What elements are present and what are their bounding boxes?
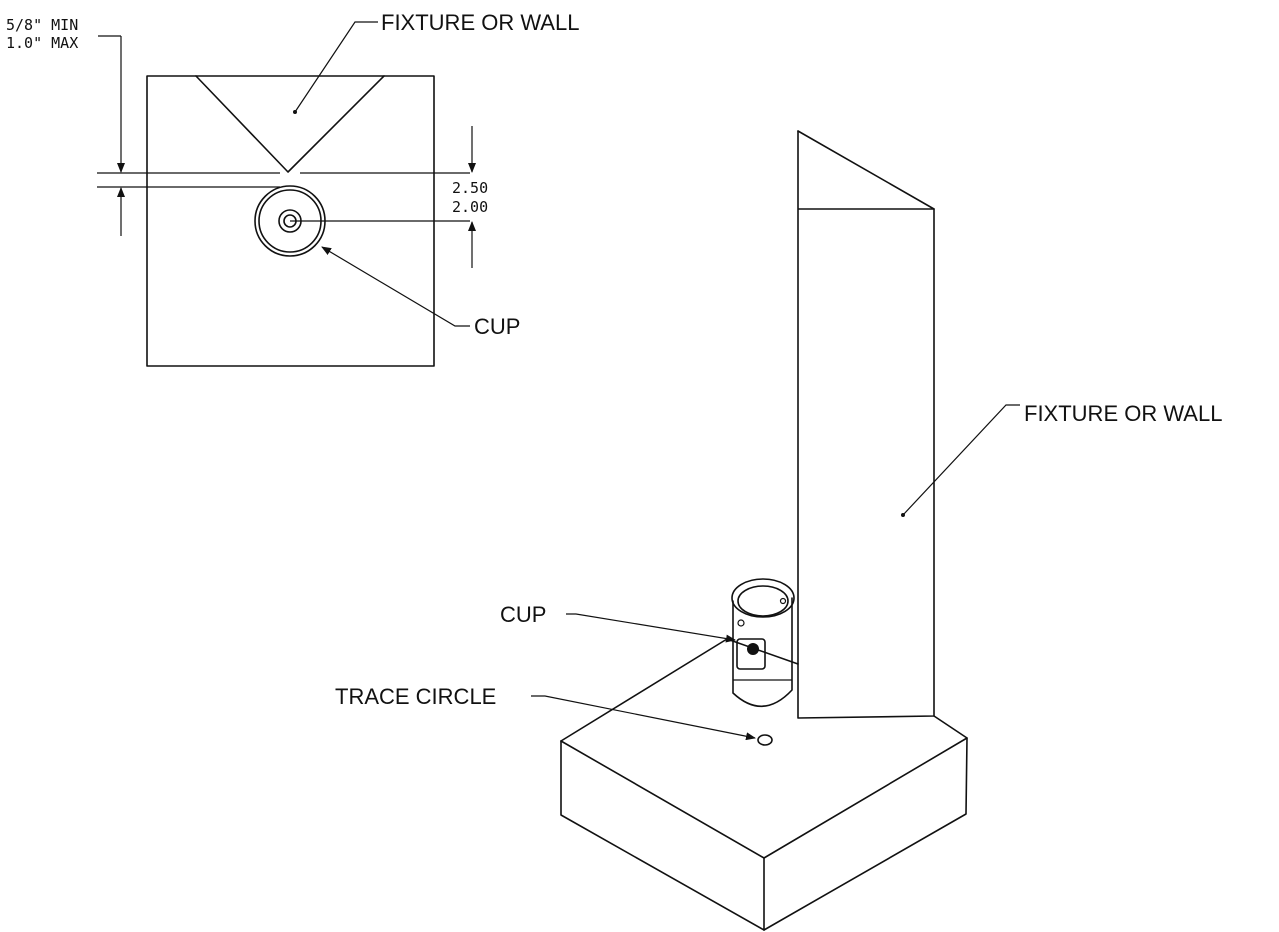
cup-hole-top [737, 619, 745, 627]
cup-screw [747, 643, 759, 655]
base-right-face [763, 737, 968, 931]
plan-cup-hole-inner [283, 214, 297, 228]
plan-fixture-wedge [195, 75, 385, 173]
gap-min-label: 5/8" MIN [6, 16, 78, 34]
base-left-face [560, 740, 765, 931]
cup-body [732, 597, 793, 708]
plan-cup-inner-ring [258, 189, 322, 253]
trace-circle-label: TRACE CIRCLE [335, 684, 496, 709]
dim-outer-label: 2.50 [452, 179, 488, 197]
trace-circle-mark [757, 734, 773, 746]
cup-rim-notch [779, 597, 787, 605]
iso-trace-leader [531, 695, 756, 741]
cup-top-rim [731, 578, 795, 618]
plan-cup-label: CUP [474, 314, 520, 339]
plan-cup-hole [278, 209, 302, 233]
cup-label-plate [736, 638, 766, 670]
plan-fixture-leader-dot [293, 110, 297, 114]
plan-view: 5/8" MIN 1.0" MAX FIXTURE OR WALL 2.50 2… [6, 10, 579, 367]
iso-fixture-wall [797, 130, 935, 719]
iso-fixture-leader [902, 404, 1020, 516]
iso-fixture-label: FIXTURE OR WALL [1024, 401, 1222, 426]
iso-cup-leader [566, 613, 736, 643]
plan-cup-outer-ring [254, 185, 326, 257]
iso-fixture-leader-dot [901, 513, 905, 517]
cup-top-inner [737, 585, 789, 617]
wall-top-edge [797, 130, 935, 210]
iso-cup [731, 578, 795, 708]
dim-inner-label: 2.00 [452, 198, 488, 216]
iso-base-block [560, 638, 968, 931]
plan-fixture-label: FIXTURE OR WALL [381, 10, 579, 35]
base-top-left-edge [560, 638, 799, 742]
iso-view: FIXTURE OR WALL CUP TRACE CIRCLE [335, 130, 1222, 931]
base-top-front-edges [560, 715, 968, 859]
iso-cup-label: CUP [500, 602, 546, 627]
plan-fixture-leader [294, 21, 378, 113]
gap-max-label: 1.0" MAX [6, 34, 78, 52]
wall-front-face [797, 130, 935, 719]
plan-cup-leader [321, 246, 470, 327]
